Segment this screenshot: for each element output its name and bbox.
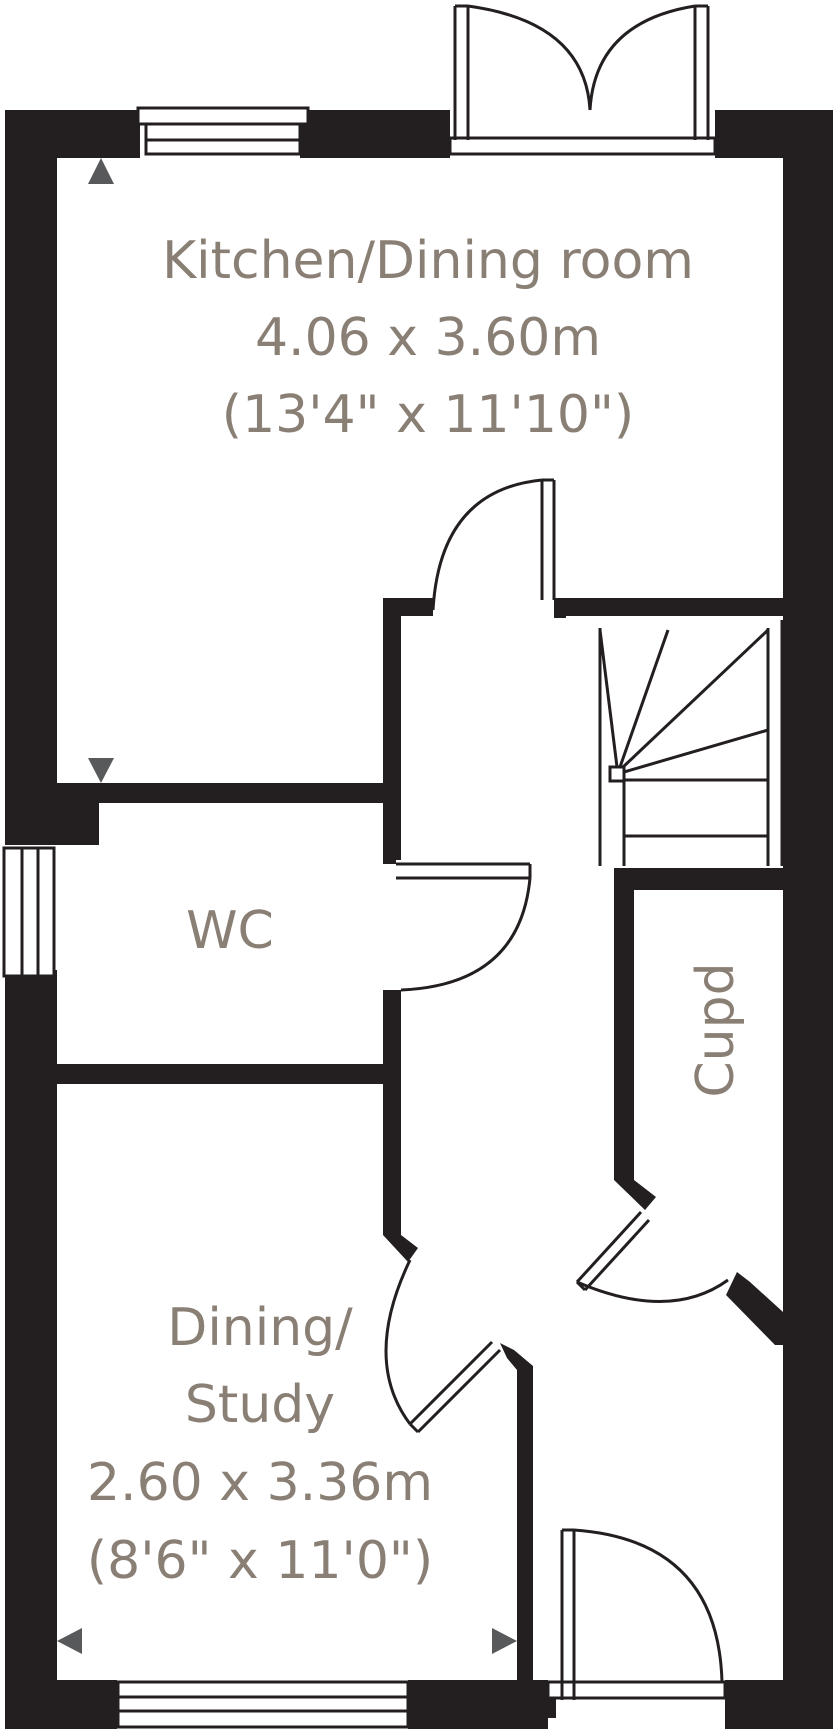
front-door — [546, 1528, 727, 1718]
study-metric: 2.60 x 3.36m — [87, 1453, 433, 1513]
label-study: Dining/ Study 2.60 x 3.36m (8'6" x 11'0"… — [87, 1298, 433, 1591]
window-study-bottom — [116, 1680, 410, 1729]
study-imperial: (8'6" x 11'0") — [87, 1531, 433, 1591]
study-name-line1: Dining/ — [167, 1298, 353, 1358]
french-doors — [448, 4, 717, 156]
arrow-up-kitchen — [88, 158, 114, 184]
staircase — [598, 620, 784, 866]
kitchen-imperial: (13'4" x 11'10") — [222, 385, 634, 445]
label-cupd: Cupd — [686, 962, 746, 1097]
arrow-left-study — [57, 1628, 82, 1654]
doors-internal — [384, 478, 729, 1434]
kitchen-metric: 4.06 x 3.60m — [255, 308, 601, 368]
outer-walls — [5, 110, 833, 1729]
arrow-right-study — [492, 1628, 517, 1654]
arrow-down-kitchen — [88, 758, 114, 783]
dimension-arrows — [57, 158, 517, 1654]
label-kitchen: Kitchen/Dining room 4.06 x 3.60m (13'4" … — [162, 231, 694, 445]
window-wc-left — [2, 846, 56, 978]
window-kitchen-top — [136, 106, 310, 156]
label-wc: WC — [186, 901, 274, 961]
internal-walls — [57, 598, 783, 1682]
kitchen-name: Kitchen/Dining room — [162, 231, 694, 291]
study-name-line2: Study — [185, 1375, 335, 1435]
